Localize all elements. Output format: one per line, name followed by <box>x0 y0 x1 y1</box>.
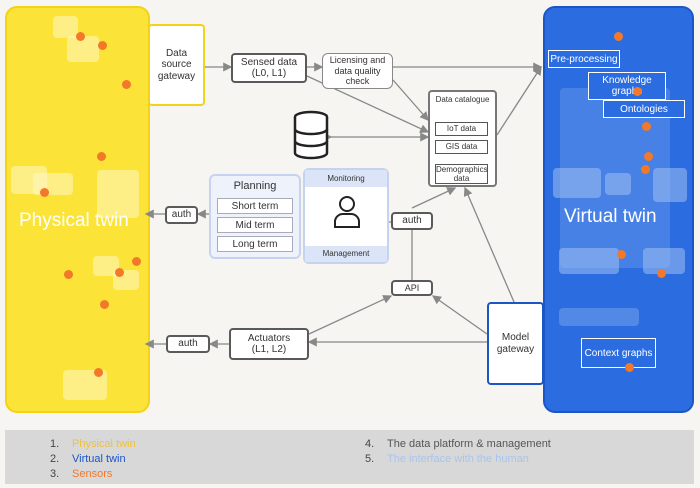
planning-item-mid-term: Mid term <box>217 217 293 233</box>
sensor-dot <box>40 188 49 197</box>
planning-panel: Planning Short term Mid term Long term <box>209 174 301 259</box>
legend-item-5: 5. The interface with the human <box>365 453 529 465</box>
faded-element <box>93 256 119 276</box>
sensor-dot <box>98 41 107 50</box>
management-label: Management <box>305 246 387 262</box>
sensor-dot <box>657 269 666 278</box>
actuators-box: Actuators (L1, L2) <box>229 328 309 360</box>
sensor-dot <box>100 300 109 309</box>
faded-element <box>53 16 78 38</box>
sensor-dot <box>122 80 131 89</box>
catalogue-item-gis: GIS data <box>435 140 488 154</box>
faded-element <box>67 36 99 62</box>
sensed-data-box: Sensed data (L0, L1) <box>231 53 307 83</box>
data-catalogue-box: Data catalogue IoT data GIS data Demogra… <box>428 90 497 187</box>
legend-num: 1. <box>50 438 60 450</box>
planning-title: Planning <box>233 180 277 192</box>
legend-num: 3. <box>50 468 60 480</box>
planning-item-long-term: Long term <box>217 236 293 252</box>
actuators-sub: (L1, L2) <box>251 344 287 355</box>
knowledge-graphs-box: Knowledge graphs <box>588 72 666 100</box>
sensor-dot <box>625 363 634 372</box>
legend-label-human-interface: The interface with the human <box>387 453 529 465</box>
legend-item-3: 3. Sensors <box>50 468 112 480</box>
data-catalogue-title: Data catalogue <box>435 95 490 104</box>
sensor-dot <box>132 257 141 266</box>
legend-label-data-platform: The data platform & management <box>387 438 551 450</box>
sensor-dot <box>76 32 85 41</box>
faded-element <box>559 308 639 326</box>
virtual-twin-label: Virtual twin <box>564 206 657 227</box>
preprocessing-box: Pre-processing <box>548 50 620 68</box>
physical-twin-label: Physical twin <box>19 210 129 231</box>
physical-twin-panel: Physical twin <box>5 6 150 413</box>
legend-label-sensors: Sensors <box>72 468 113 480</box>
catalogue-item-iot: IoT data <box>435 122 488 136</box>
legend-label-virtual-twin: Virtual twin <box>72 453 126 465</box>
licensing-box: Licensing and data quality check <box>322 53 393 89</box>
sensor-dot <box>641 165 650 174</box>
sensed-data-label: Sensed data <box>240 56 298 68</box>
legend-item-2: 2. Virtual twin <box>50 453 126 465</box>
sensor-dot <box>97 152 106 161</box>
actuators-label: Actuators <box>247 332 291 344</box>
context-graphs-box: Context graphs <box>581 338 656 368</box>
legend-num: 2. <box>50 453 60 465</box>
legend-num: 4. <box>365 438 375 450</box>
auth-left-box: auth <box>165 206 198 224</box>
sensor-dot <box>115 268 124 277</box>
monitoring-management-panel: Monitoring Management <box>303 168 389 264</box>
legend-item-4: 4. The data platform & management <box>365 438 551 450</box>
faded-element <box>605 173 631 195</box>
sensor-dot <box>614 32 623 41</box>
catalogue-item-demographics: Demographics data <box>435 164 488 184</box>
legend-num: 5. <box>365 453 375 465</box>
legend-item-1: 1. Physical twin <box>50 438 136 450</box>
virtual-twin-panel: Virtual twin Pre-processing Knowledge gr… <box>543 6 694 413</box>
sensor-dot <box>642 122 651 131</box>
sensor-dot <box>633 87 642 96</box>
sensor-dot <box>64 270 73 279</box>
faded-element <box>97 170 139 218</box>
sensor-dot <box>94 368 103 377</box>
faded-element <box>553 168 601 198</box>
planning-item-short-term: Short term <box>217 198 293 214</box>
database-icon <box>293 110 329 160</box>
user-icon <box>334 196 360 228</box>
model-gateway-box: Model gateway <box>487 302 544 385</box>
api-box: API <box>391 280 433 296</box>
legend-label-physical-twin: Physical twin <box>72 438 136 450</box>
ontologies-box: Ontologies <box>603 100 685 118</box>
sensed-data-sub: (L0, L1) <box>251 68 287 79</box>
monitoring-label: Monitoring <box>305 170 387 187</box>
sensor-dot <box>617 250 626 259</box>
faded-element <box>653 168 687 202</box>
auth-mid-box: auth <box>391 212 433 230</box>
auth-bottom-box: auth <box>166 335 210 353</box>
data-source-gateway-box: Data source gateway <box>148 24 205 106</box>
faded-element <box>559 248 619 274</box>
legend-footer: 1. Physical twin 2. Virtual twin 3. Sensors… <box>5 430 694 484</box>
sensor-dot <box>644 152 653 161</box>
